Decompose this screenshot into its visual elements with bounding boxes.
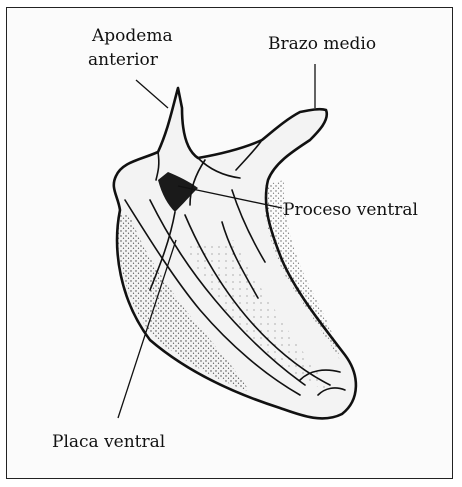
label-proceso-ventral: Proceso ventral	[283, 200, 418, 220]
leader-apodema	[136, 80, 168, 108]
label-placa-ventral: Placa ventral	[52, 432, 165, 452]
label-anterior: anterior	[88, 50, 158, 70]
label-brazo-medio: Brazo medio	[268, 34, 376, 54]
label-apodema: Apodema	[92, 26, 173, 46]
